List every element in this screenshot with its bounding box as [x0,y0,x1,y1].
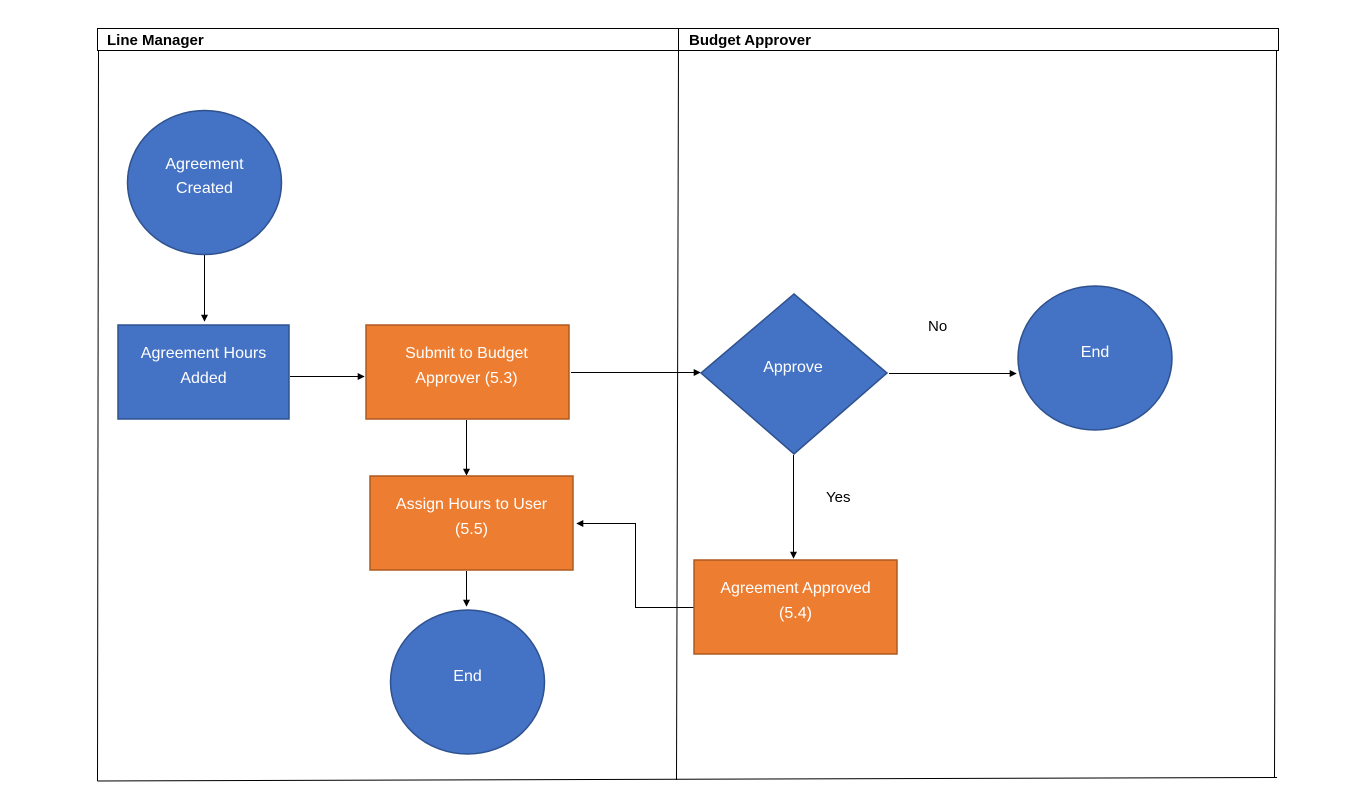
node-label-line2: (5.5) [455,521,488,538]
edge-approved-to-assign [576,520,694,608]
node-label: End [1081,344,1109,361]
process-box [693,559,898,655]
node-agreement-created[interactable]: Agreement Created [126,109,283,256]
node-label: End [453,668,481,685]
node-label-line2: (5.4) [779,605,812,622]
lane-header-budget-approver [678,28,1279,51]
lane-right-border [1274,50,1277,779]
lane-divider [676,50,679,781]
lane-title-line-manager: Line Manager [107,32,204,49]
node-end-left[interactable]: End [389,609,546,755]
lane-left-border [97,50,99,782]
process-box [365,324,570,420]
process-box [369,475,574,571]
end-circle [1017,285,1173,431]
edge-label-yes: Yes [826,489,850,506]
start-circle [126,109,283,256]
node-submit-to-budget-approver[interactable]: Submit to Budget Approver (5.3) [365,324,570,420]
node-label-line1: Assign Hours to User [396,496,548,513]
node-label: Approve [763,359,823,376]
node-label-line2: Added [180,370,226,387]
node-label-line2: Approver (5.3) [415,370,517,387]
node-assign-hours-to-user[interactable]: Assign Hours to User (5.5) [369,475,574,571]
process-box [117,324,290,420]
node-approve-decision[interactable]: Approve [699,293,889,455]
node-label-line1: Agreement Hours [141,345,266,362]
node-agreement-hours-added[interactable]: Agreement Hours Added [117,324,290,420]
connectors [201,255,1017,608]
decision-diamond [699,293,889,455]
node-label-line2: Created [176,180,233,197]
end-circle [389,609,546,755]
node-label-line1: Agreement [165,156,244,173]
node-end-right[interactable]: End [1017,285,1173,431]
swimlane-frame [97,28,1279,782]
node-label-line1: Submit to Budget [405,345,528,362]
node-agreement-approved[interactable]: Agreement Approved (5.4) [693,559,898,655]
edge-label-no: No [928,318,947,335]
lane-title-budget-approver: Budget Approver [689,32,811,49]
lane-bottom-border [97,777,1278,782]
node-label-line1: Agreement Approved [720,580,870,597]
